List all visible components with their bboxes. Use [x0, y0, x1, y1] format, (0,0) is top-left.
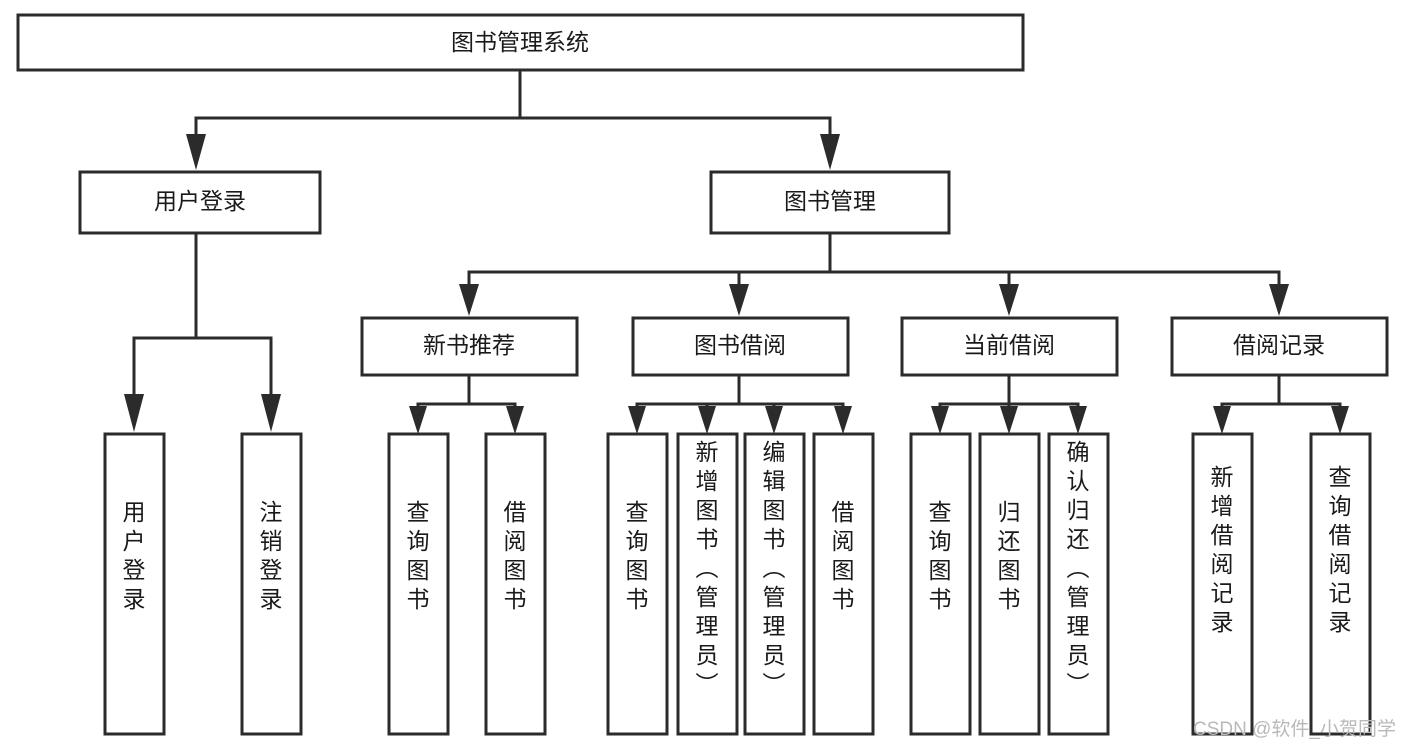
node-book-borrow[interactable]: 图书借阅: [631, 316, 850, 377]
node-current-borrow[interactable]: 当前借阅: [900, 316, 1119, 377]
node-leaf-query-book-1-label: 查询图书: [407, 499, 430, 612]
node-leaf-add-book-box[interactable]: [676, 432, 739, 736]
node-borrow-record-label: 借阅记录: [1233, 332, 1325, 358]
node-leaf-borrow-book-1-box[interactable]: [484, 432, 547, 736]
node-new-book-rec[interactable]: 新书推荐: [360, 316, 579, 377]
arrow-to-leaf-query-book-2: [628, 406, 646, 434]
node-leaf-borrow-book-1[interactable]: 借阅图书: [484, 432, 547, 736]
node-leaf-query-record[interactable]: 查询借阅记录: [1309, 432, 1372, 736]
node-book-borrow-label: 图书借阅: [694, 332, 786, 358]
node-new-book-rec-box[interactable]: [360, 316, 579, 377]
node-leaf-query-book-1-box[interactable]: [387, 432, 450, 736]
arrow-to-borrow-record: [1269, 284, 1289, 316]
node-leaf-user-login-box[interactable]: [103, 432, 166, 736]
watermark-label: CSDN @软件_小贺同学: [1193, 718, 1396, 740]
node-leaf-edit-book-box[interactable]: [743, 432, 806, 736]
node-new-book-rec-label: 新书推荐: [423, 332, 515, 358]
node-book-manage-label: 图书管理: [784, 188, 876, 214]
arrow-to-leaf-user-login: [124, 394, 144, 432]
node-leaf-add-book-label: 新增图书︵管理员︶: [696, 439, 719, 697]
node-leaf-query-book-2[interactable]: 查询图书: [606, 432, 669, 736]
node-leaf-user-login[interactable]: 用户登录: [103, 432, 166, 736]
node-leaf-query-book-2-label: 查询图书: [626, 499, 649, 612]
node-root-label: 图书管理系统: [451, 29, 589, 55]
node-leaf-query-record-label: 查询借阅记录: [1329, 464, 1352, 635]
node-user-login-label: 用户登录: [154, 188, 246, 214]
node-leaf-edit-book[interactable]: 编辑图书︵管理员︶: [743, 432, 806, 736]
arrow-to-current-borrow: [999, 284, 1019, 316]
node-user-login[interactable]: 用户登录: [78, 170, 322, 235]
node-current-borrow-box[interactable]: [900, 316, 1119, 377]
arrow-to-leaf-user-logout: [261, 394, 281, 432]
arrow-to-leaf-query-record: [1331, 406, 1349, 434]
arrow-to-new-book-rec: [459, 284, 479, 316]
node-leaf-query-book-1[interactable]: 查询图书: [387, 432, 450, 736]
arrow-to-leaf-borrow-book-1: [506, 406, 524, 434]
node-borrow-record-box[interactable]: [1170, 316, 1389, 377]
node-user-login-box[interactable]: [78, 170, 322, 235]
node-book-manage[interactable]: 图书管理: [709, 170, 951, 235]
node-leaf-user-login-label: 用户登录: [123, 499, 146, 612]
node-leaf-user-logout[interactable]: 注销登录: [240, 432, 303, 736]
arrow-to-leaf-query-book-1: [409, 406, 427, 434]
arrow-to-leaf-return-book: [1000, 406, 1018, 434]
node-leaf-add-book[interactable]: 新增图书︵管理员︶: [676, 432, 739, 736]
node-leaf-user-logout-label: 注销登录: [260, 499, 283, 612]
node-leaf-borrow-book-2-box[interactable]: [812, 432, 875, 736]
arrow-to-leaf-add-record: [1213, 406, 1231, 434]
arrow-to-book-manage: [820, 134, 840, 170]
arrow-to-user-login: [186, 134, 206, 170]
arrow-to-leaf-borrow-book-2: [834, 406, 852, 434]
node-leaf-confirm-return-box[interactable]: [1047, 432, 1110, 736]
arrow-to-leaf-query-book-3: [931, 406, 949, 434]
node-leaf-borrow-book-2[interactable]: 借阅图书: [812, 432, 875, 736]
node-leaf-return-book[interactable]: 归还图书: [978, 432, 1041, 736]
node-leaf-add-record-box[interactable]: [1191, 432, 1254, 736]
node-leaf-add-record-label: 新增借阅记录: [1211, 464, 1234, 635]
arrow-to-leaf-add-book: [698, 406, 716, 434]
arrow-to-leaf-confirm-return: [1069, 406, 1087, 434]
node-leaf-user-logout-box[interactable]: [240, 432, 303, 736]
arrow-to-leaf-edit-book: [765, 406, 783, 434]
node-leaf-return-book-box[interactable]: [978, 432, 1041, 736]
node-current-borrow-label: 当前借阅: [963, 332, 1055, 358]
node-leaf-return-book-label: 归还图书: [998, 499, 1021, 612]
node-book-manage-box[interactable]: [709, 170, 951, 235]
node-leaf-edit-book-label: 编辑图书︵管理员︶: [763, 439, 786, 697]
node-leaf-query-book-2-box[interactable]: [606, 432, 669, 736]
node-leaf-borrow-book-1-label: 借阅图书: [504, 499, 527, 612]
node-book-borrow-box[interactable]: [631, 316, 850, 377]
node-borrow-record[interactable]: 借阅记录: [1170, 316, 1389, 377]
node-root[interactable]: 图书管理系统: [16, 13, 1025, 72]
node-leaf-query-book-3[interactable]: 查询图书: [909, 432, 972, 736]
node-leaf-query-book-3-label: 查询图书: [929, 499, 952, 612]
node-leaf-query-book-3-box[interactable]: [909, 432, 972, 736]
edge-layer: [124, 68, 1349, 434]
node-leaf-query-record-box[interactable]: [1309, 432, 1372, 736]
node-root-box[interactable]: [16, 13, 1025, 72]
node-leaf-confirm-return-label: 确认归还︵管理员︶: [1067, 439, 1090, 697]
arrow-to-book-borrow: [729, 284, 749, 316]
node-leaf-add-record[interactable]: 新增借阅记录: [1191, 432, 1254, 736]
node-leaf-borrow-book-2-label: 借阅图书: [832, 499, 855, 612]
node-leaf-confirm-return[interactable]: 确认归还︵管理员︶: [1047, 432, 1110, 736]
